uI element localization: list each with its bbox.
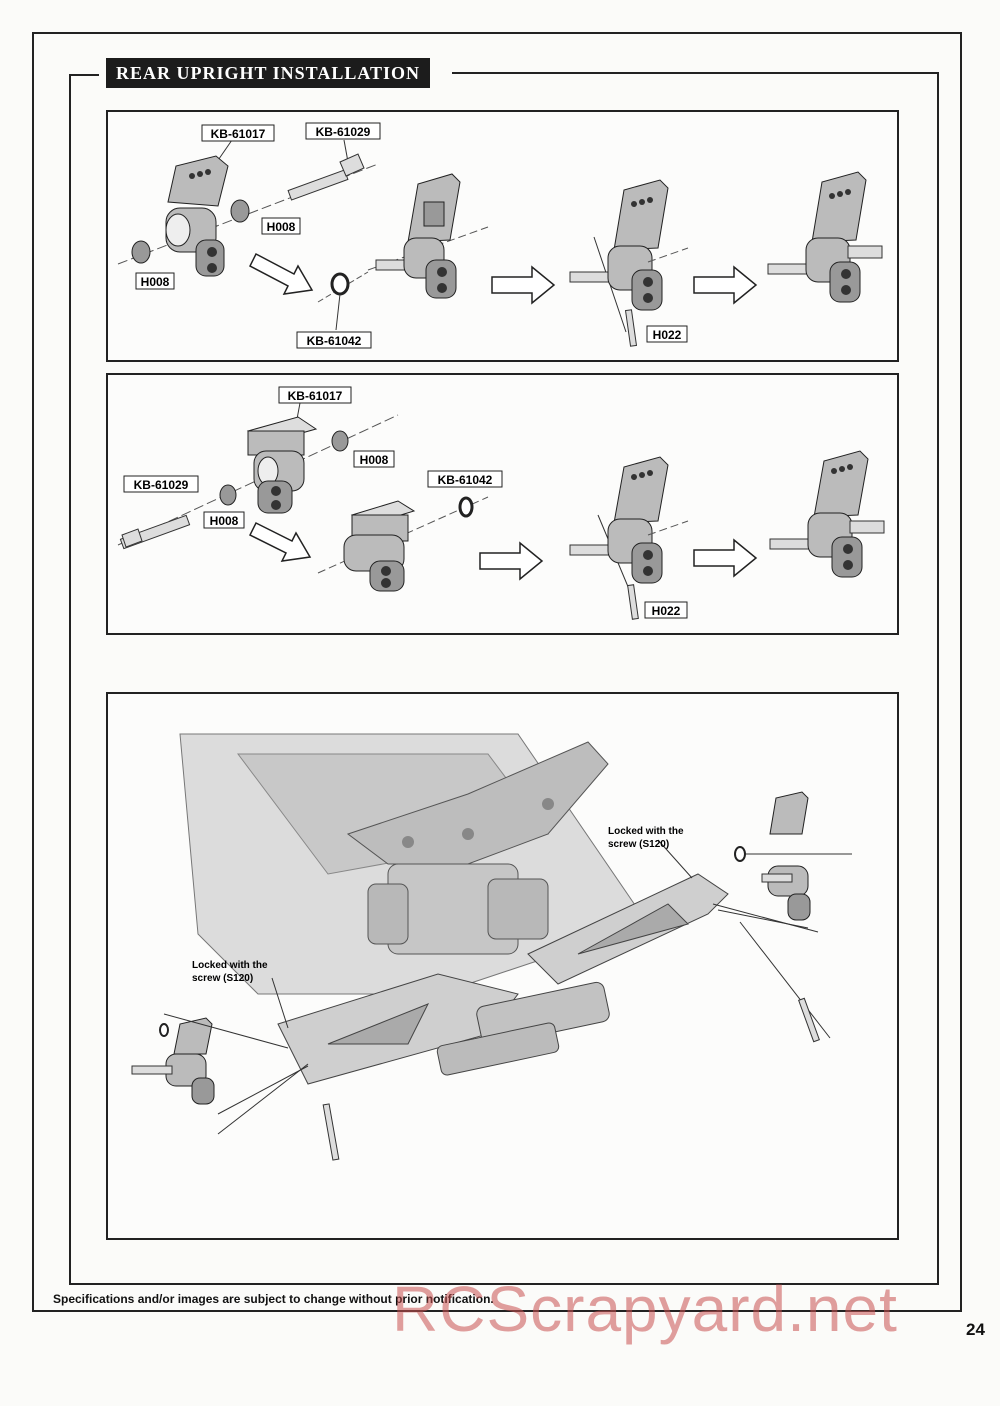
callout-locked-screw-right-line2: screw (S120) [608,839,669,850]
part-label-kb61029: KB-61029 [316,125,371,139]
bearing [219,484,237,506]
step-3-panel: Locked with the screw (S120) Locked with… [106,692,899,1240]
step-2-panel: KB-61017 KB-61029 H008 H008 KB-61042 H02… [106,373,899,635]
process-arrow [479,541,544,581]
process-arrow [249,252,314,295]
step-1-panel: KB-61017 KB-61029 H008 H008 KB-61042 H02… [106,110,899,362]
inner-border-left [69,74,71,1284]
part-label-h008: H008 [267,220,296,234]
part-label-h008: H008 [360,453,389,467]
footer-disclaimer: Specifications and/or images are subject… [53,1292,494,1306]
inner-border-top-right [452,72,939,74]
bearing [331,430,349,452]
upright-with-pin [569,456,689,620]
process-arrow [693,265,758,305]
page-number: 24 [966,1320,985,1339]
callout-locked-screw-left-line2: screw (S120) [192,973,253,984]
section-title: REAR UPRIGHT INSTALLATION [106,58,430,88]
upright-left [131,1013,340,1161]
process-arrow [248,521,312,562]
upright-final [769,450,885,578]
upright-with-pin [569,179,689,347]
process-arrow [491,265,556,305]
step-2-diagram: KB-61017 KB-61029 H008 H008 KB-61042 H02… [117,386,885,620]
part-label-kb61017: KB-61017 [211,127,266,141]
step-1-diagram: KB-61017 KB-61029 H008 H008 KB-61042 H02… [117,122,883,349]
part-label-h008: H008 [210,514,239,528]
inner-border-top-left [69,74,99,76]
upright-part [165,155,229,277]
part-label-h022: H022 [652,604,681,618]
upright-assembly [317,496,489,592]
axle-part [287,153,365,201]
inner-border-bottom [69,1283,939,1285]
page-frame [32,32,962,1312]
part-label-kb61029: KB-61029 [134,478,189,492]
washer-part [330,272,350,296]
upright-final [767,171,883,303]
upright-assembly [367,173,489,299]
upright-part [246,416,318,514]
part-label-h008: H008 [141,275,170,289]
part-label-h022: H022 [653,328,682,342]
upright-right [712,791,852,1043]
callout-locked-screw-left-line1: Locked with the [192,960,268,971]
site-watermark: RCScrapyard.net [392,1273,898,1345]
part-label-kb61042: KB-61042 [438,473,493,487]
axle-part [119,514,191,550]
callout-locked-screw-right-line1: Locked with the [608,826,684,837]
step-3-diagram: Locked with the screw (S120) Locked with… [131,733,852,1161]
bearing [230,199,250,223]
process-arrow [693,538,758,578]
part-label-kb61017: KB-61017 [288,389,343,403]
chassis-assembly [179,733,729,1085]
bearing [131,240,151,264]
part-label-kb61042: KB-61042 [307,334,362,348]
inner-border-right [937,74,939,1285]
